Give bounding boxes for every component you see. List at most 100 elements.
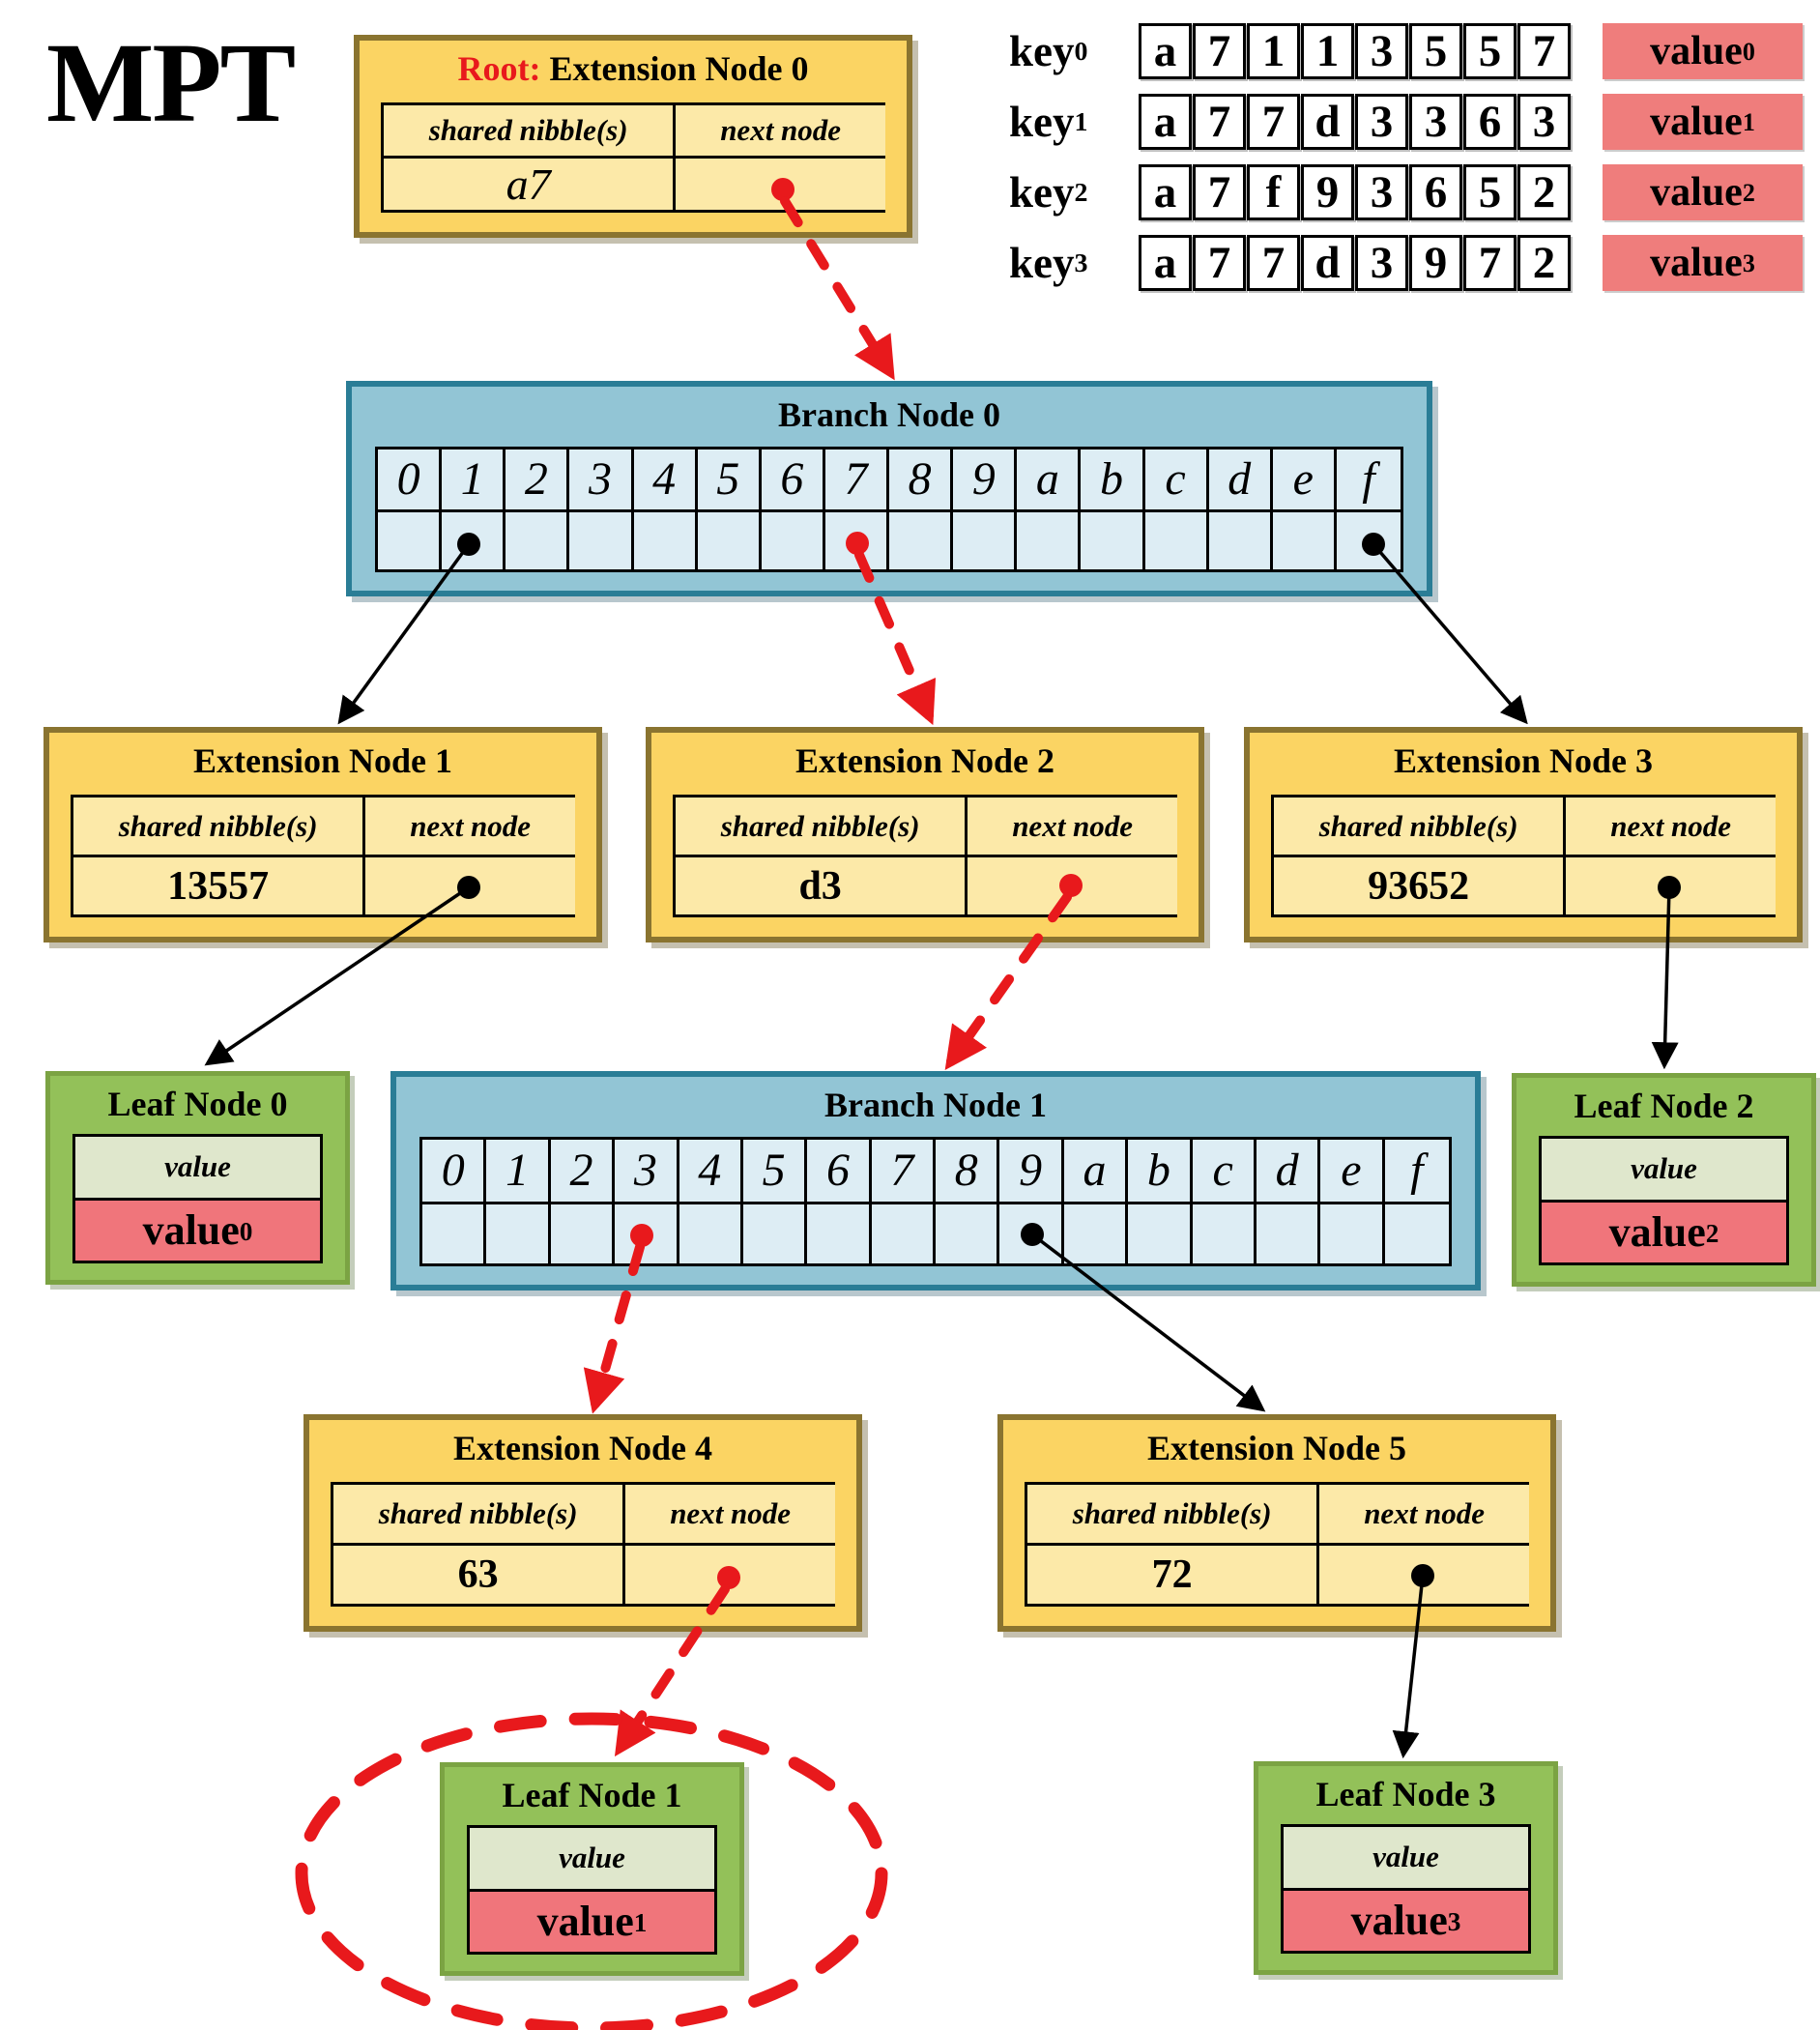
branch-slot-pointer-cell	[1272, 511, 1334, 569]
branch-node-1-slots: 0 1 2 3 4	[419, 1137, 1452, 1266]
branch-slot-index: 1	[486, 1140, 548, 1204]
key-nibble-cell: f	[1247, 164, 1300, 220]
branch-slot-column: d	[1256, 1140, 1321, 1263]
branch-slot-pointer-cell	[550, 1204, 613, 1263]
branch-slot-index: 6	[761, 450, 823, 512]
leaf-value-header: value	[75, 1137, 320, 1198]
branch-slot-index: c	[1144, 450, 1206, 512]
branch-slot-index: 9	[999, 1140, 1061, 1204]
branch-slot-index: 6	[807, 1140, 869, 1204]
key-nibble-cell: 6	[1409, 164, 1462, 220]
branch-slot-column: 1	[442, 450, 506, 569]
key-nibble-cell: 3	[1355, 235, 1408, 291]
next-node-header: next node	[1319, 1485, 1529, 1543]
branch-slot-pointer-cell	[936, 1204, 997, 1263]
branch-slot-column: 2	[506, 450, 570, 569]
branch-slot-index: f	[1336, 450, 1401, 512]
branch-slot-column: 9	[999, 1140, 1064, 1263]
root-title-text: Extension Node 0	[549, 49, 809, 88]
branch-slot-index: 7	[824, 450, 886, 512]
branch-slot-pointer-cell	[679, 1204, 740, 1263]
key-nibble-cell: 5	[1409, 23, 1462, 79]
branch-slot-column: 8	[889, 450, 954, 569]
extension-node-1-table: shared nibble(s) next node 13557	[71, 795, 575, 917]
next-node-cell	[968, 857, 1177, 914]
key-nibble-cell: 1	[1301, 23, 1354, 79]
branch-slot-pointer-cell	[697, 511, 759, 569]
branch-slot-index: 5	[742, 1140, 805, 1204]
branch-slot-pointer-cell	[1128, 1204, 1190, 1263]
branch-slot-index: 1	[442, 450, 504, 512]
branch-slot-pointer-cell	[1192, 1204, 1254, 1263]
branch-slot-pointer-cell	[1384, 1204, 1449, 1263]
root-extension-node-0: Root: Extension Node 0 shared nibble(s) …	[354, 35, 912, 238]
branch-slot-pointer-cell	[761, 511, 823, 569]
branch-slot-pointer-cell	[1320, 1204, 1382, 1263]
key-nibble-cell: 2	[1517, 235, 1571, 291]
branch-slot-column: b	[1128, 1140, 1193, 1263]
extension-node-3-table: shared nibble(s) next node 93652	[1271, 795, 1776, 917]
branch-slot-pointer-cell	[633, 511, 695, 569]
branch-slot-column: 6	[761, 450, 825, 569]
branch-slot-column: e	[1320, 1140, 1385, 1263]
extension-node-1: Extension Node 1 shared nibble(s) next n…	[43, 727, 602, 942]
branch-slot-index: 9	[953, 450, 1015, 512]
key-nibble-cell: 7	[1247, 235, 1300, 291]
branch-slot-index: 3	[569, 450, 631, 512]
shared-nibbles-value: 13557	[73, 857, 363, 914]
branch-slot-index: d	[1208, 450, 1270, 512]
next-node-header: next node	[968, 798, 1177, 855]
branch-slot-index: 0	[378, 450, 440, 512]
branch-slot-column: 1	[486, 1140, 551, 1263]
branch-slot-column: 5	[697, 450, 762, 569]
branch-slot-column: 3	[569, 450, 634, 569]
key-nibble-cell: 7	[1193, 23, 1246, 79]
branch-slot-column: 0	[378, 450, 443, 569]
next-node-cell	[625, 1546, 835, 1604]
branch-slot-column: e	[1272, 450, 1337, 569]
branch-slot-pointer-cell	[742, 1204, 805, 1263]
key-nibble-cell: 1	[1247, 23, 1300, 79]
branch-node-0: Branch Node 0 0 1 2 3	[346, 381, 1432, 596]
branch-slot-column: f	[1336, 450, 1401, 569]
extension-node-2: Extension Node 2 shared nibble(s) next n…	[646, 727, 1204, 942]
branch-slot-index: 8	[889, 450, 951, 512]
branch-slot-index: 2	[506, 450, 567, 512]
branch-slot-index: 4	[633, 450, 695, 512]
branch-node-1-title: Branch Node 1	[823, 1086, 1047, 1124]
key-nibble-cell: 5	[1463, 164, 1517, 220]
branch-slot-column: c	[1144, 450, 1209, 569]
branch-slot-index: b	[1081, 450, 1142, 512]
extension-node-4-table: shared nibble(s) next node 63	[331, 1482, 835, 1607]
branch-slot-column: 4	[633, 450, 698, 569]
extension-node-4-title: Extension Node 4	[452, 1429, 713, 1467]
branch-slot-column: b	[1081, 450, 1145, 569]
next-node-cell	[1566, 857, 1776, 914]
key-nibble-cell: 3	[1355, 94, 1408, 150]
root-node-title: Root: Extension Node 0	[360, 48, 907, 89]
next-node-cell	[1319, 1546, 1529, 1604]
extension-node-2-title: Extension Node 2	[794, 741, 1055, 780]
next-node-cell	[365, 857, 575, 914]
branch-slot-column: d	[1208, 450, 1273, 569]
extension-node-4: Extension Node 4 shared nibble(s) next n…	[303, 1414, 862, 1632]
branch-slot-pointer-cell	[999, 1204, 1061, 1263]
key-nibble-cell: 7	[1463, 235, 1517, 291]
extension-node-5-title: Extension Node 5	[1146, 1429, 1407, 1467]
branch-node-1: Branch Node 1 0 1 2 3	[390, 1071, 1481, 1290]
next-node-header: next node	[625, 1485, 835, 1543]
branch-slot-pointer-cell	[378, 511, 440, 569]
next-node-header: next node	[365, 798, 575, 855]
branch-slot-pointer-cell	[422, 1204, 484, 1263]
